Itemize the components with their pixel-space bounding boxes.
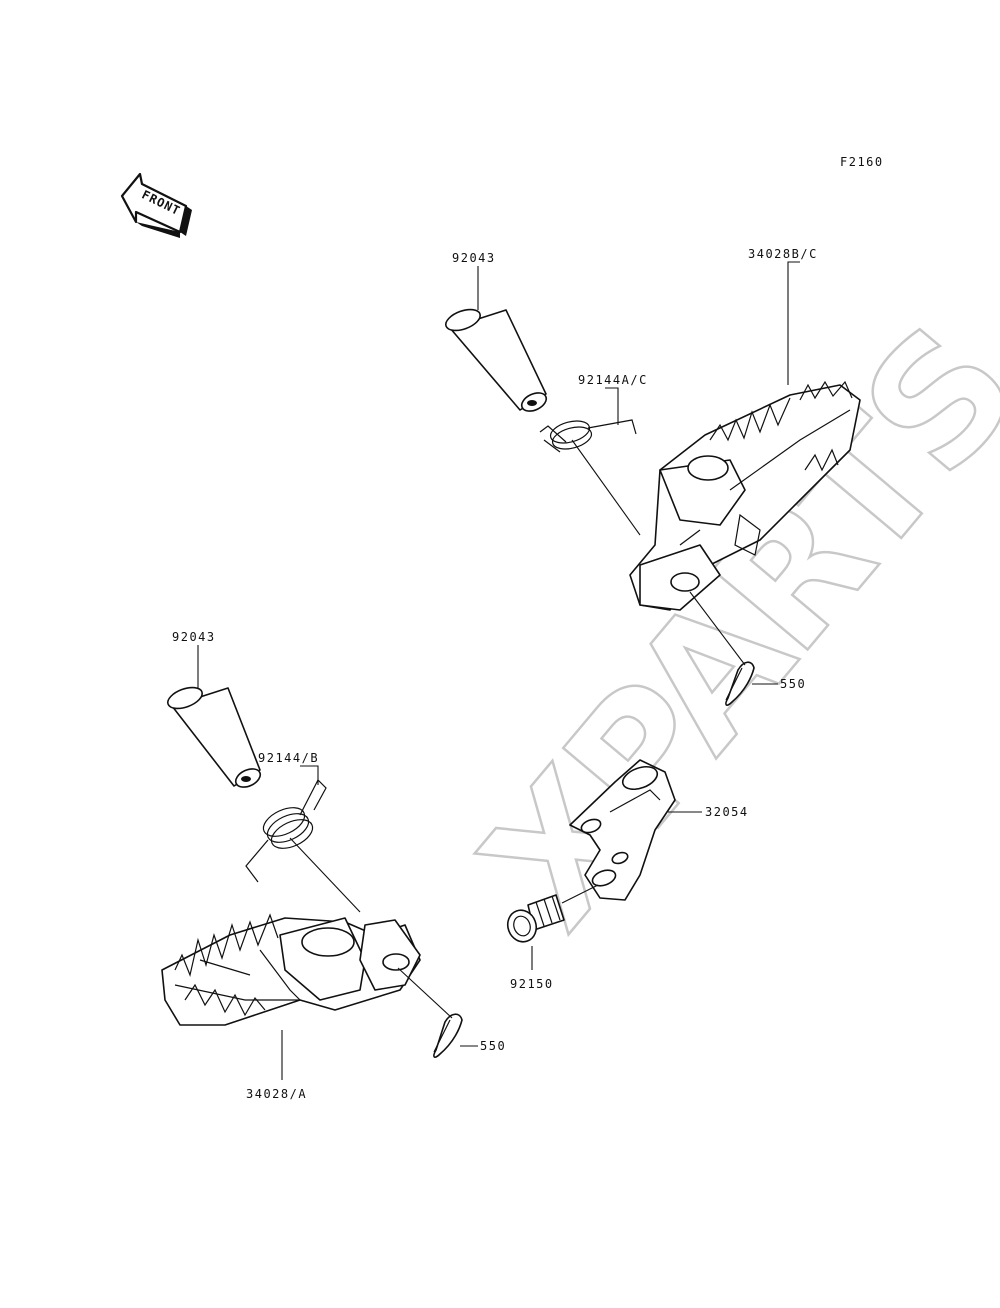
front-arrow-icon: FRONT — [120, 172, 192, 238]
spring-lower — [245, 778, 327, 883]
callout-bolt: 92150 — [510, 977, 554, 991]
footpeg-lower — [161, 913, 421, 1026]
callout-cotter-upper: 550 — [780, 677, 806, 691]
callout-bracket: 32054 — [705, 805, 749, 819]
pin-lower — [167, 686, 262, 788]
callout-pin-lower: 92043 — [172, 630, 216, 644]
callout-spring-upper: 92144A/C — [578, 373, 648, 387]
cotter-pin-upper — [725, 661, 755, 707]
callout-pin-upper: 92043 — [452, 251, 496, 265]
figure-code: F2160 — [840, 155, 884, 169]
bolt — [506, 894, 565, 943]
cotter-pin-lower — [433, 1013, 463, 1059]
callout-footpeg-upper: 34028B/C — [748, 247, 818, 261]
callout-footpeg-lower: 34028/A — [246, 1087, 307, 1101]
pin-upper — [445, 308, 548, 412]
spring-upper — [539, 419, 637, 453]
bracket — [569, 759, 676, 901]
callout-spring-lower: 92144/B — [258, 751, 319, 765]
callout-cotter-lower: 550 — [480, 1039, 506, 1053]
footpeg-upper — [629, 380, 861, 611]
